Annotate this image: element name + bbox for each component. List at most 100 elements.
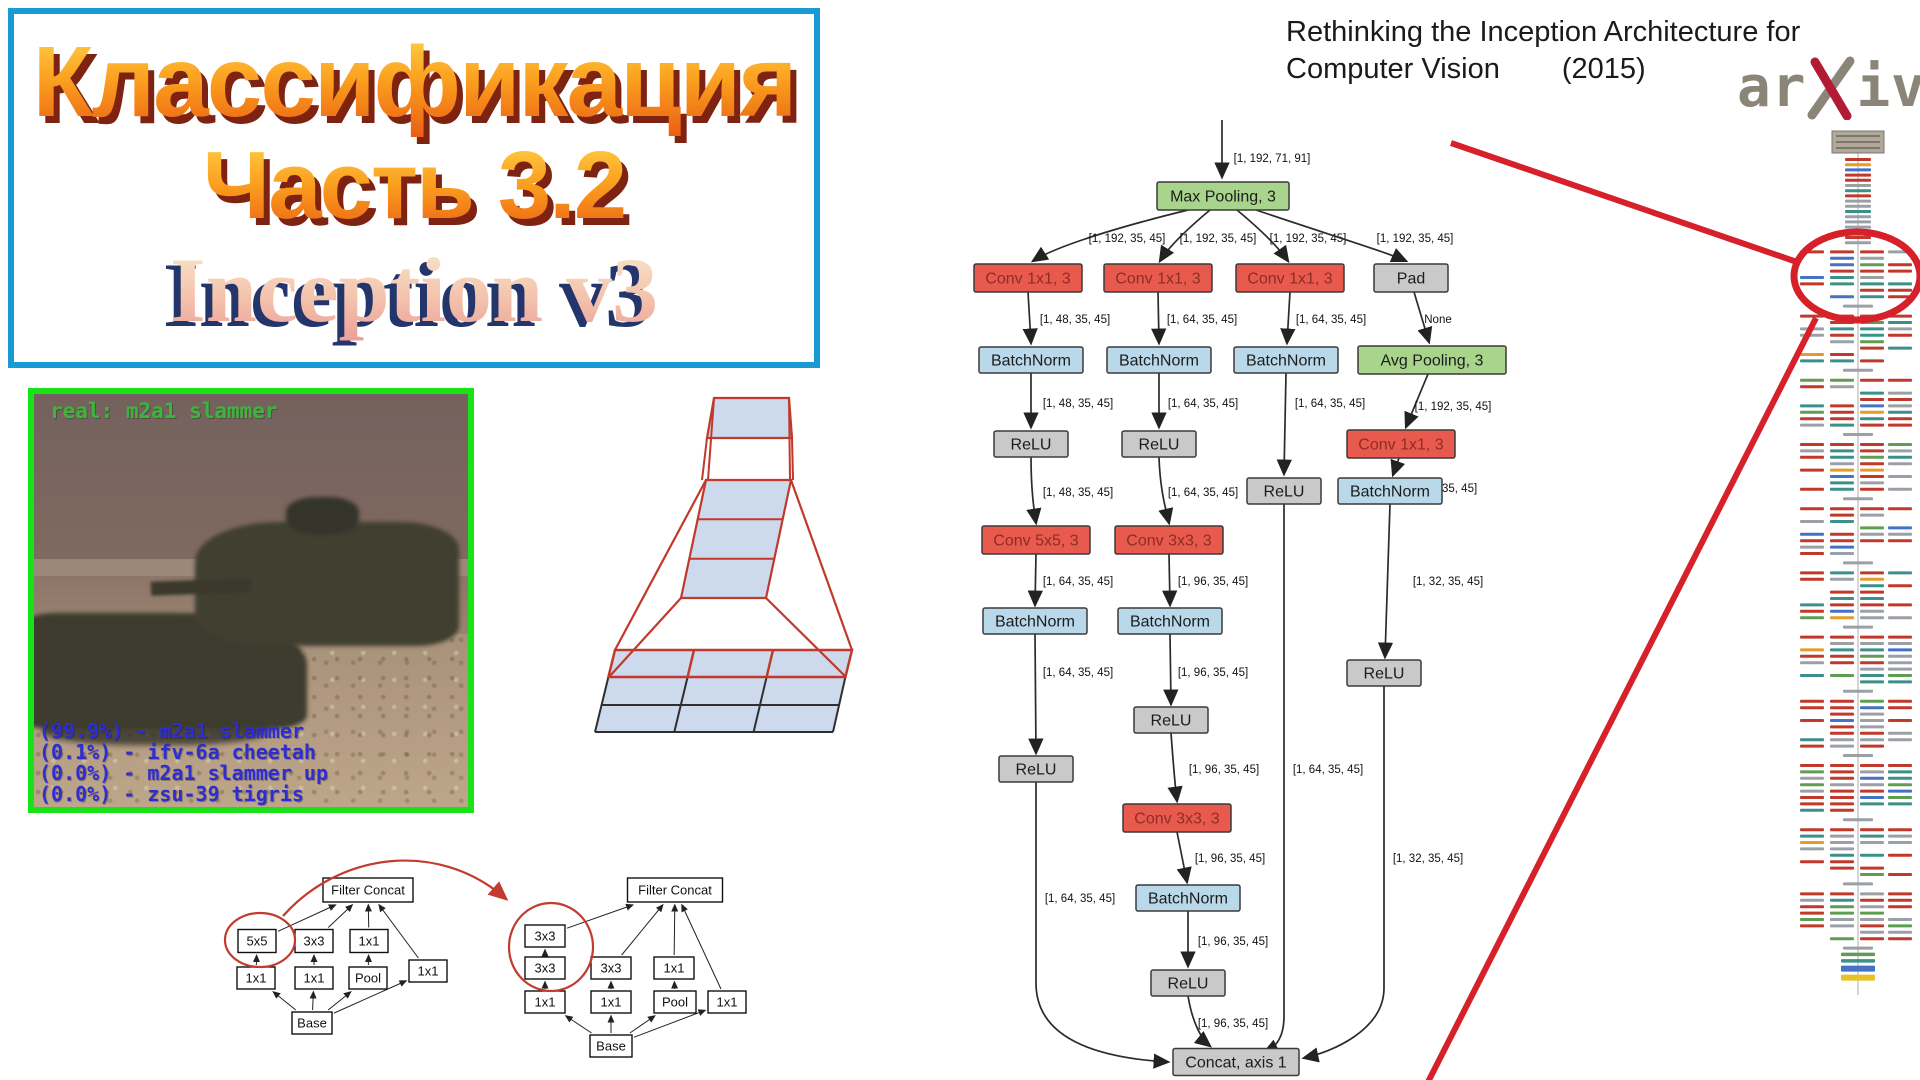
minimap-bar	[1800, 378, 1824, 382]
flow-edge	[1413, 291, 1433, 345]
minimap-bar	[1860, 873, 1884, 876]
minimap-bar	[1830, 385, 1854, 389]
paper-citation: Rethinking the Inception Architecture fo…	[1286, 14, 1846, 88]
minimap-bar	[1830, 731, 1854, 735]
title-box: Классификация Классификация Часть 3.2 Ча…	[8, 8, 820, 368]
minimap-bar	[1800, 449, 1824, 453]
minimap-bar	[1860, 404, 1884, 408]
minimap-bar	[1860, 378, 1884, 382]
minimap-bar	[1830, 359, 1854, 363]
minimap-bar	[1888, 699, 1912, 703]
minimap-bar	[1860, 609, 1884, 613]
minimap-bar	[1860, 738, 1884, 742]
minimap-bar	[1800, 860, 1824, 864]
minimap-bar	[1888, 828, 1912, 832]
minimap-bar	[1860, 321, 1884, 324]
minimap-bar	[1888, 423, 1912, 427]
flow-edge-label: [1, 192, 35, 45]	[1180, 233, 1257, 245]
minimap-bar	[1860, 577, 1884, 581]
minimap-bar	[1830, 725, 1854, 729]
minimap-bar	[1860, 269, 1884, 273]
minimap-bar	[1860, 263, 1884, 267]
minimap-bar	[1830, 552, 1854, 555]
module-edge	[272, 991, 297, 1011]
minimap-bar	[1888, 841, 1912, 844]
minimap-bar	[1830, 924, 1854, 928]
flow-edge	[1163, 633, 1179, 707]
minimap-bar	[1860, 699, 1884, 703]
minimap-bar	[1800, 609, 1824, 613]
minimap-bar	[1830, 443, 1854, 446]
module-node-label-base: Base	[297, 1016, 327, 1031]
minimap-bar	[1830, 417, 1854, 421]
minimap-bar	[1888, 635, 1912, 639]
minimap-bar	[1843, 433, 1873, 436]
minimap-bar	[1860, 359, 1884, 363]
minimap-bar	[1888, 924, 1912, 928]
minimap-bar	[1830, 455, 1854, 459]
minimap-bar	[1888, 462, 1912, 466]
minimap-tail-bar	[1841, 965, 1875, 972]
minimap-bar	[1843, 818, 1873, 822]
minimap-bar	[1888, 391, 1912, 395]
minimap-bar	[1800, 924, 1824, 928]
minimap-bar	[1860, 327, 1884, 331]
minimap-bar	[1888, 455, 1912, 459]
flow-edge	[1276, 372, 1292, 477]
minimap-bar	[1800, 314, 1824, 318]
minimap-bar	[1830, 269, 1854, 273]
flow-edge	[1022, 291, 1038, 346]
flow-edge-label: [1, 64, 35, 45]	[1167, 314, 1237, 326]
flow-node-relu2_b4	[1346, 659, 1422, 687]
flow-edge-label: [1, 32, 35, 45]	[1407, 483, 1477, 495]
flow-node-relu2_b1	[998, 755, 1074, 783]
minimap-bar	[1830, 635, 1854, 639]
flow-edge	[1255, 209, 1409, 263]
minimap-bar	[1860, 866, 1884, 870]
flow-node-label-bn2_b4: BatchNorm	[1350, 484, 1430, 501]
minimap-bar	[1830, 776, 1854, 780]
module-node-label-c11d: 1x1	[418, 964, 439, 979]
minimap-bar	[1860, 423, 1884, 427]
minimap-bar	[1860, 770, 1884, 774]
flow-node-relu2_b2	[1133, 706, 1209, 734]
minimap-bar	[1830, 828, 1854, 832]
minimap-bar	[1888, 346, 1912, 350]
minimap-bar	[1800, 654, 1824, 658]
minimap-bar	[1800, 776, 1824, 780]
minimap-bar	[1860, 276, 1884, 279]
minimap-bar	[1860, 391, 1884, 395]
minimap-tail-bar	[1841, 952, 1875, 957]
minimap-bar	[1860, 776, 1884, 780]
flow-edge-label: [1, 96, 35, 45]	[1178, 667, 1248, 679]
module-node-label-c11a: 1x1	[359, 934, 380, 949]
minimap-bar	[1860, 295, 1884, 299]
module-node-c11d	[707, 990, 747, 1014]
minimap-bar	[1845, 184, 1871, 187]
flow-edge-label: [1, 192, 35, 45]	[1415, 401, 1492, 413]
minimap-bar	[1860, 783, 1884, 787]
minimap-bar	[1800, 699, 1824, 703]
network-minimap	[1800, 130, 1912, 995]
minimap-bar	[1830, 282, 1854, 286]
minimap-bar	[1860, 642, 1884, 645]
minimap-bar	[1860, 333, 1884, 337]
minimap-bar	[1800, 603, 1824, 607]
minimap-bar	[1888, 263, 1912, 267]
module-edge	[671, 903, 679, 956]
minimap-bar	[1888, 930, 1912, 934]
minimap-bar	[1830, 770, 1854, 774]
minimap-bar	[1830, 744, 1854, 748]
minimap-bar	[1800, 250, 1824, 254]
minimap-bar	[1800, 410, 1824, 414]
module-node-label-c11b: 1x1	[246, 971, 267, 986]
flow-edge	[1158, 209, 1211, 264]
minimap-bar	[1860, 674, 1884, 677]
minimap-bar	[1860, 603, 1884, 607]
minimap-bar	[1800, 892, 1824, 896]
minimap-bar	[1888, 892, 1912, 896]
flow-node-label-bn2_b1: BatchNorm	[995, 614, 1075, 631]
minimap-bar	[1860, 398, 1884, 401]
minimap-bar	[1860, 924, 1884, 928]
flow-edge	[1404, 373, 1429, 430]
